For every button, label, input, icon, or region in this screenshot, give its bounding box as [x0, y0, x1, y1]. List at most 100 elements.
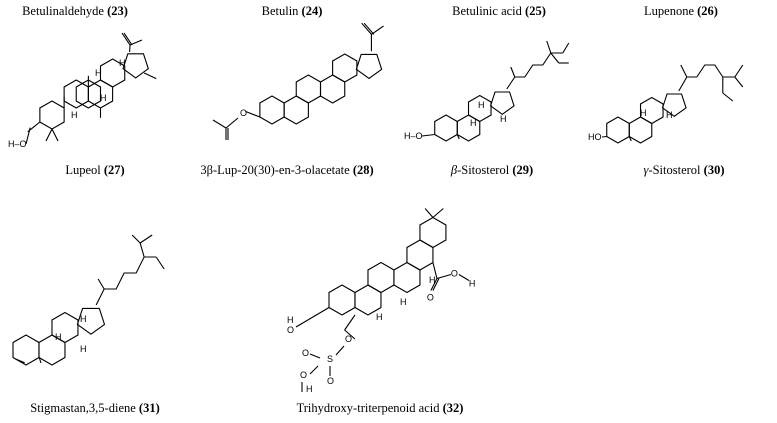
h-label: H [376, 312, 383, 322]
bond [295, 307, 330, 328]
ring-bond [332, 53, 358, 83]
h-label: H [666, 110, 673, 120]
h-label: H [400, 297, 407, 307]
bond [430, 278, 438, 291]
ring-bond [367, 261, 395, 294]
ring-bond [355, 53, 383, 80]
ring-bond [39, 100, 65, 130]
hydroxyl-label: H–O [404, 131, 423, 141]
oxygen-label: O [427, 293, 434, 303]
bond [421, 133, 435, 137]
caption-30: γ-Sitosterol (30) [643, 163, 725, 177]
ring-bond [393, 261, 421, 294]
bond [139, 234, 153, 244]
bond [212, 119, 227, 129]
ring-bond [406, 239, 434, 271]
sulfur-label: S [327, 354, 333, 364]
bond [456, 134, 460, 140]
bond [131, 234, 141, 244]
side-chain [678, 64, 735, 92]
caption-32: Trihydroxy-triterpenoid acid (32) [296, 401, 464, 415]
ring-bond [419, 216, 447, 249]
caption-26: Lupenone (26) [644, 4, 718, 18]
bond [25, 127, 31, 145]
structure-stigmastadiene: HHH [12, 234, 165, 366]
h-label: H [306, 384, 313, 394]
bond [38, 356, 42, 364]
caption-27: Lupeol (27) [65, 163, 125, 177]
ring-bond [467, 94, 492, 123]
ring-bond [434, 114, 458, 142]
bond [628, 136, 632, 142]
caption-24: Betulin (24) [261, 4, 323, 18]
oxygen-label: O [345, 334, 352, 344]
h-label: H [80, 314, 87, 324]
bond [309, 353, 321, 359]
bond [143, 72, 157, 80]
ring-bond [628, 116, 653, 144]
h-label: H [469, 279, 476, 289]
ring-bond [122, 53, 149, 79]
bond [309, 365, 319, 375]
bond [510, 66, 516, 78]
bond [363, 22, 375, 35]
ring-bond [328, 284, 356, 316]
bond [432, 262, 438, 279]
bond [734, 76, 744, 88]
bond [121, 32, 131, 46]
side-chain [95, 256, 157, 306]
bond [97, 278, 105, 290]
ring-bond [319, 74, 346, 104]
bond [424, 208, 434, 218]
structure-lupeol-acetate: O [212, 22, 384, 140]
bond [225, 117, 239, 129]
bond [601, 135, 607, 138]
oxygen-label: O [327, 376, 334, 386]
oxygen-label: O [300, 370, 307, 380]
h-label: H [100, 93, 107, 103]
h-label: H [119, 58, 126, 68]
ring-bond [661, 93, 687, 118]
bond [722, 92, 734, 102]
bond [129, 39, 143, 46]
ring-bond [51, 311, 79, 344]
oxygen-label: O [302, 348, 309, 358]
oxygen-label: O [287, 325, 294, 335]
caption-29: β-Sitosterol (29) [450, 163, 534, 177]
bond [734, 64, 744, 78]
caption-23: Betulinaldehyde (23) [22, 4, 128, 18]
bond [139, 242, 145, 258]
bond [123, 32, 133, 46]
structure-gamma-sitosterol: HO H H [588, 64, 744, 144]
ring-bond [259, 95, 285, 125]
caption-25: Betulinic acid (25) [452, 4, 546, 18]
h-label: H [429, 275, 436, 285]
side-chain [506, 52, 563, 90]
bond [432, 208, 444, 218]
hydroxyl-label: HO [588, 132, 602, 142]
bond [45, 128, 53, 142]
caption-31: Stigmastan,3,5-diene (31) [30, 401, 160, 415]
bond [562, 42, 570, 54]
h-label: H [640, 108, 647, 118]
bond [458, 274, 470, 281]
ring-bond [99, 58, 126, 88]
bond [680, 64, 688, 78]
oxygen-label: O [240, 108, 247, 118]
bond [245, 110, 261, 118]
h-label: H [287, 315, 294, 325]
bond [344, 314, 356, 331]
hydroxyl-label: H–O [8, 139, 27, 149]
h-label: H [500, 114, 507, 124]
ring-bond [354, 284, 382, 316]
ring-bond [489, 91, 515, 116]
ring-bond [639, 96, 664, 125]
h-label: H [478, 100, 485, 110]
ring-bond [12, 334, 40, 366]
caption-28: 3β-Lup-20(30)-en-3-olacetate (28) [200, 163, 374, 177]
